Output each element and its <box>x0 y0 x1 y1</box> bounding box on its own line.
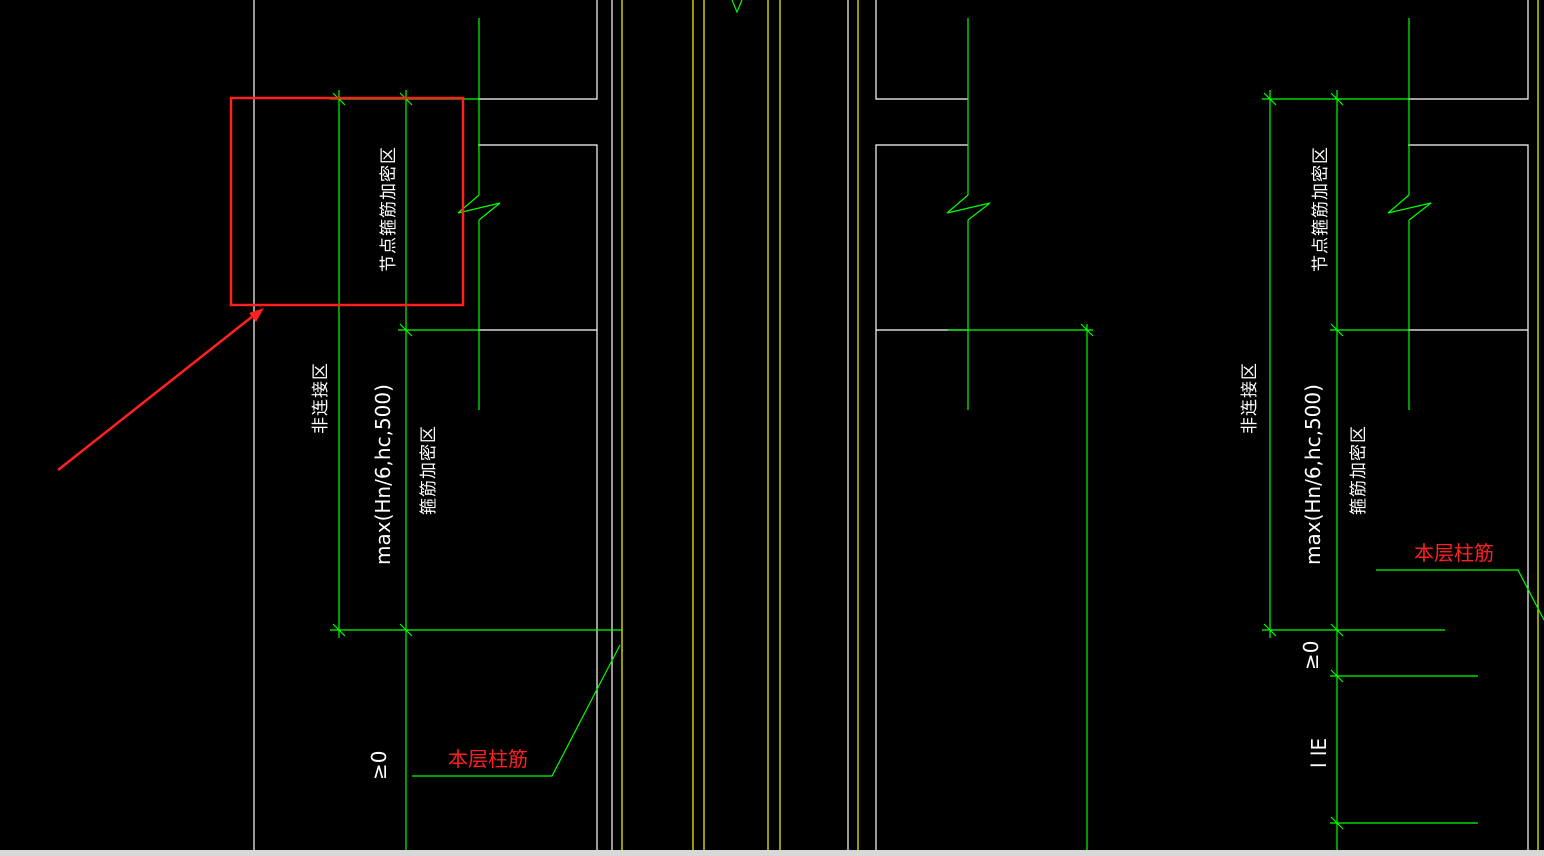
label-right-floor-rebar: 本层柱筋 <box>1414 541 1494 565</box>
label-left-floor-rebar: 本层柱筋 <box>448 747 528 771</box>
label-left-stirrup-zone: 箍筋加密区 <box>419 425 439 515</box>
label-right-stirrup-zone: 箍筋加密区 <box>1349 425 1369 515</box>
highlight-box <box>229 96 465 307</box>
label-left-max-formula: max(Hn/6,hc,500) <box>371 384 395 565</box>
label-right-max-formula: max(Hn/6,hc,500) <box>1301 384 1325 565</box>
label-right-lle: l lE <box>1307 738 1331 768</box>
structure-outlines <box>253 0 1529 850</box>
label-left-ge: ≥0 <box>367 751 391 780</box>
label-right-ge: ≥0 <box>1299 641 1323 670</box>
label-left-non-connect: 非连接区 <box>311 362 331 434</box>
highlight-arrow-head <box>249 308 264 322</box>
highlight-annotation <box>57 96 465 471</box>
axis-lines <box>621 0 1539 850</box>
highlight-arrow-shaft <box>57 311 259 471</box>
label-right-node-zone: 节点箍筋加密区 <box>1311 146 1331 272</box>
label-left-node-zone: 节点箍筋加密区 <box>379 146 399 272</box>
dimension-lines <box>330 0 1544 850</box>
bottom-status-strip <box>0 850 1544 856</box>
label-right-non-connect: 非连接区 <box>1240 362 1260 434</box>
